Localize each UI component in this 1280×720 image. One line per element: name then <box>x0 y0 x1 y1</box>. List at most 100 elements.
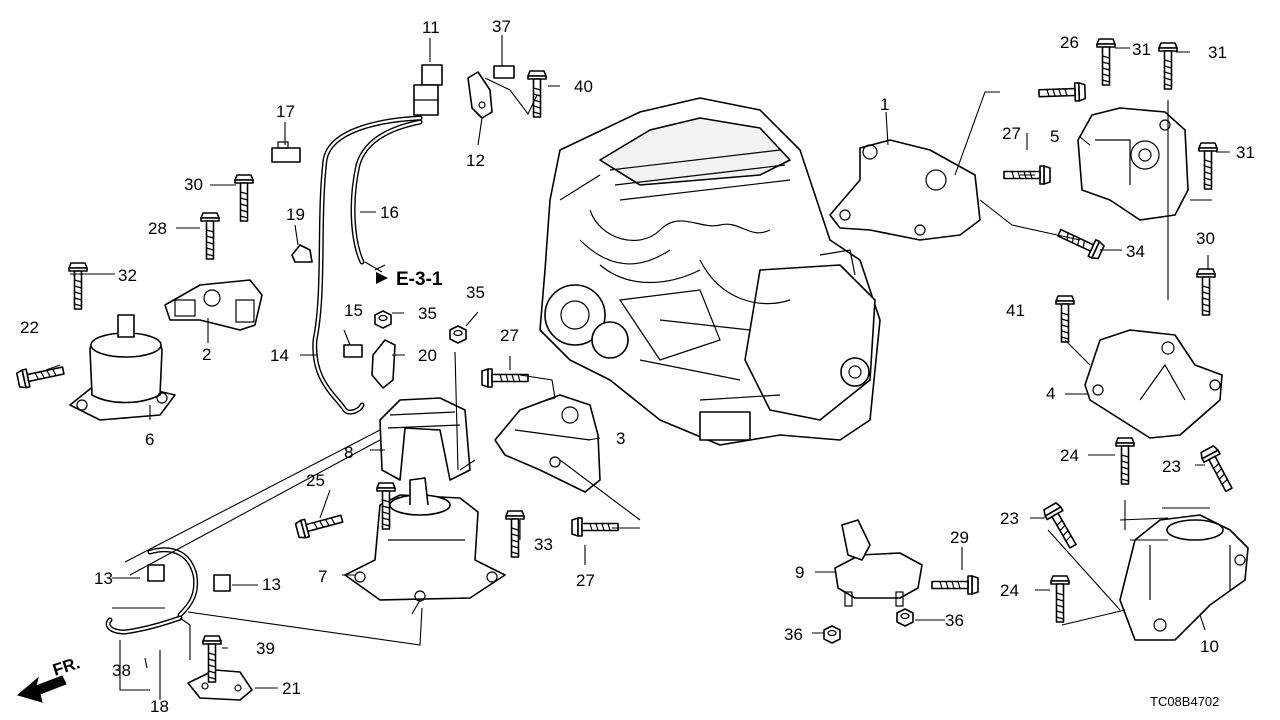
callout-24-lower[interactable]: 24 <box>1000 581 1019 600</box>
callout-41[interactable]: 41 <box>1006 301 1025 320</box>
bolt-33[interactable] <box>505 510 525 558</box>
callout-27-center[interactable]: 27 <box>500 326 519 345</box>
callout-35-right[interactable]: 35 <box>466 283 485 302</box>
bolt-26[interactable] <box>1037 81 1087 104</box>
callout-37[interactable]: 37 <box>492 17 511 36</box>
bolt-34[interactable] <box>1054 223 1106 262</box>
callout-31-a[interactable]: 31 <box>1132 40 1151 59</box>
callout-30-left[interactable]: 30 <box>184 175 203 194</box>
part-11-solenoid[interactable] <box>413 64 443 116</box>
callout-32[interactable]: 32 <box>118 266 137 285</box>
callout-36-right[interactable]: 36 <box>945 611 964 630</box>
callout-24-upper[interactable]: 24 <box>1060 446 1079 465</box>
bolt-24-lower[interactable] <box>1050 575 1070 623</box>
part-9-mount[interactable] <box>834 519 923 607</box>
part-3-bracket[interactable] <box>494 394 601 493</box>
bolt-23-left[interactable] <box>1041 501 1082 552</box>
bolt-23-right[interactable] <box>1198 444 1238 495</box>
part-12-bracket[interactable] <box>467 71 493 119</box>
part-13-clip-left[interactable] <box>147 564 165 582</box>
bolt-32[interactable] <box>68 262 88 310</box>
callout-38[interactable]: 38 <box>112 661 131 680</box>
callout-39[interactable]: 39 <box>256 639 275 658</box>
nut-35-left[interactable] <box>374 310 392 329</box>
callout-28[interactable]: 28 <box>148 219 167 238</box>
part-2-bracket[interactable] <box>164 279 263 331</box>
part-38-hose[interactable] <box>105 615 183 635</box>
bolt-31-b[interactable] <box>1158 42 1178 90</box>
callout-13-right[interactable]: 13 <box>262 575 281 594</box>
callout-20[interactable]: 20 <box>418 346 437 365</box>
part-16-hose[interactable] <box>350 119 423 265</box>
callout-15[interactable]: 15 <box>344 301 363 320</box>
callout-34[interactable]: 34 <box>1126 242 1145 261</box>
part-21-bracket[interactable] <box>187 669 253 701</box>
part-15-clip[interactable] <box>343 344 363 358</box>
bolt-29[interactable] <box>931 575 979 595</box>
callout-22[interactable]: 22 <box>20 318 39 337</box>
callout-9[interactable]: 9 <box>795 563 804 582</box>
part-14-hose[interactable] <box>312 115 423 415</box>
nut-35-right[interactable] <box>449 325 467 344</box>
callout-18[interactable]: 18 <box>150 697 169 716</box>
callout-30-right[interactable]: 30 <box>1196 229 1215 248</box>
callout-5[interactable]: 5 <box>1050 127 1059 146</box>
callout-40[interactable]: 40 <box>574 77 593 96</box>
part-6-mount[interactable] <box>69 314 176 421</box>
callout-23-left[interactable]: 23 <box>1000 509 1019 528</box>
callout-3[interactable]: 3 <box>616 429 625 448</box>
part-5-mount[interactable] <box>1077 107 1189 221</box>
bolt-27-center[interactable] <box>481 368 529 388</box>
callout-12[interactable]: 12 <box>466 151 485 170</box>
callout-10[interactable]: 10 <box>1200 637 1219 656</box>
part-13-clip-right[interactable] <box>213 574 231 592</box>
callout-11[interactable]: 11 <box>422 18 440 37</box>
bolt-31-a[interactable] <box>1096 38 1116 86</box>
part-18-hose[interactable] <box>147 547 199 618</box>
callout-21[interactable]: 21 <box>282 679 301 698</box>
callout-29[interactable]: 29 <box>950 528 969 547</box>
callout-25[interactable]: 25 <box>306 471 325 490</box>
bolt-25[interactable] <box>294 509 345 541</box>
callout-26[interactable]: 26 <box>1060 33 1079 52</box>
part-19-clip[interactable] <box>291 244 313 263</box>
reference-label-e-3-1[interactable]: E-3-1 <box>396 269 443 290</box>
callout-14[interactable]: 14 <box>270 346 289 365</box>
bolt-27-lower[interactable] <box>571 517 619 537</box>
part-17-clip[interactable] <box>271 141 301 163</box>
callout-16[interactable]: 16 <box>380 203 399 222</box>
callout-31-b[interactable]: 31 <box>1208 43 1227 62</box>
bolt-31-c[interactable] <box>1198 142 1218 190</box>
callout-7[interactable]: 7 <box>318 567 327 586</box>
part-37-clip[interactable] <box>493 65 515 79</box>
part-8-cover[interactable] <box>379 397 471 481</box>
callout-33[interactable]: 33 <box>534 535 553 554</box>
callout-13-left[interactable]: 13 <box>94 569 113 588</box>
callout-1[interactable]: 1 <box>880 95 889 114</box>
callout-27-right[interactable]: 27 <box>1002 124 1021 143</box>
callout-6[interactable]: 6 <box>145 430 154 449</box>
bolt-28[interactable] <box>200 212 220 260</box>
callout-4[interactable]: 4 <box>1046 384 1055 403</box>
nut-36-right[interactable] <box>896 608 914 627</box>
part-20-bracket[interactable] <box>371 339 396 389</box>
bolt-30-right[interactable] <box>1196 268 1216 316</box>
callout-19[interactable]: 19 <box>286 205 305 224</box>
part-1-bracket[interactable] <box>829 139 981 241</box>
bolt-41[interactable] <box>1055 295 1075 343</box>
callout-35-left[interactable]: 35 <box>418 304 437 323</box>
bolt-24-upper[interactable] <box>1115 437 1135 485</box>
part-10-mount[interactable] <box>1119 514 1249 641</box>
part-4-bracket[interactable] <box>1084 329 1223 439</box>
bolt-30-left[interactable] <box>234 174 254 222</box>
callout-23-right[interactable]: 23 <box>1162 457 1181 476</box>
callout-2[interactable]: 2 <box>202 345 211 364</box>
bolt-40[interactable] <box>527 70 547 118</box>
callout-17[interactable]: 17 <box>276 102 295 121</box>
callout-8[interactable]: 8 <box>344 443 353 462</box>
callout-27-lower[interactable]: 27 <box>576 571 595 590</box>
nut-36-left[interactable] <box>823 625 841 644</box>
callout-31-c[interactable]: 31 <box>1236 143 1255 162</box>
part-7-mount[interactable] <box>344 477 506 602</box>
callout-36-left[interactable]: 36 <box>784 625 803 644</box>
